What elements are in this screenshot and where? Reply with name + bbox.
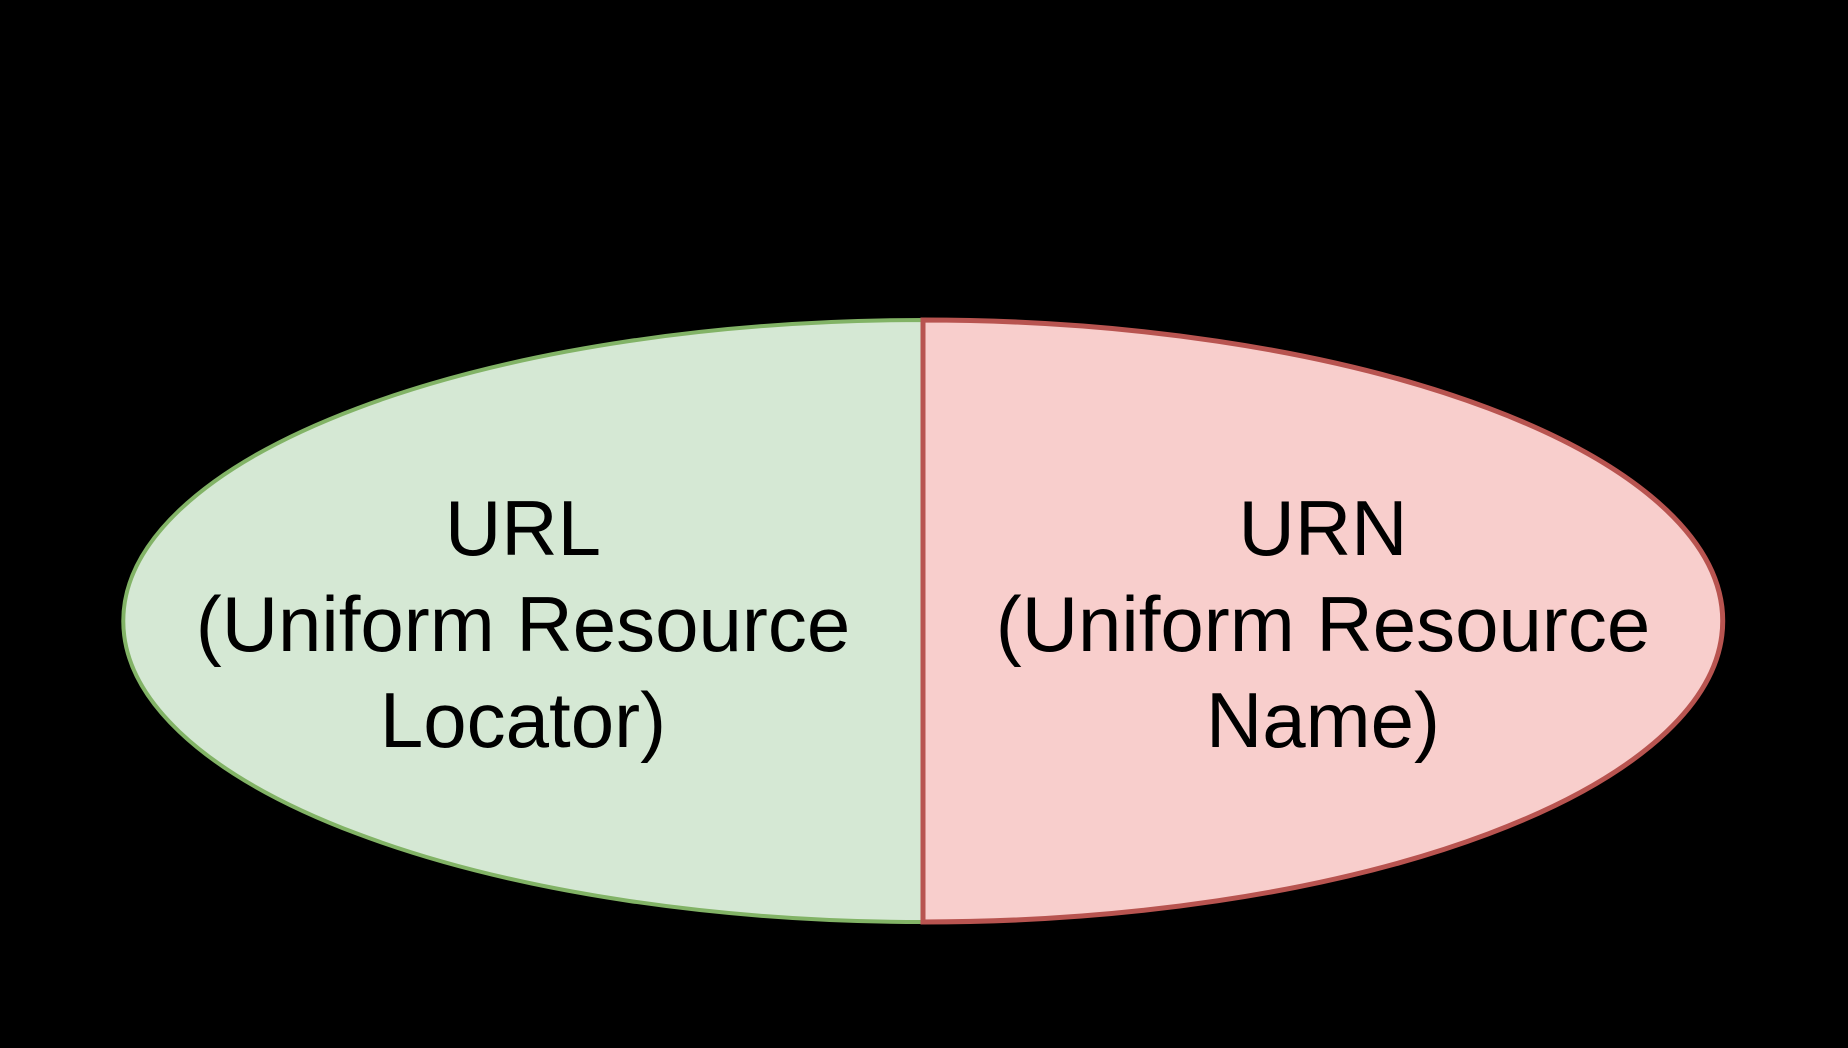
urn-acronym: URN: [1238, 484, 1408, 572]
urn-half-ellipse-shape: [920, 317, 1726, 925]
urn-expansion-line-2: Name): [1205, 676, 1441, 764]
url-label: URL (Uniform Resource Locator): [123, 480, 923, 768]
url-expansion-line-2: Locator): [379, 676, 667, 764]
url-acronym: URL: [444, 484, 602, 572]
url-expansion-line-1: (Uniform Resource: [195, 580, 851, 668]
urn-expansion-line-1: (Uniform Resource: [995, 580, 1651, 668]
url-half-ellipse-shape: [121, 317, 925, 925]
urn-label: URN (Uniform Resource Name): [923, 480, 1723, 768]
